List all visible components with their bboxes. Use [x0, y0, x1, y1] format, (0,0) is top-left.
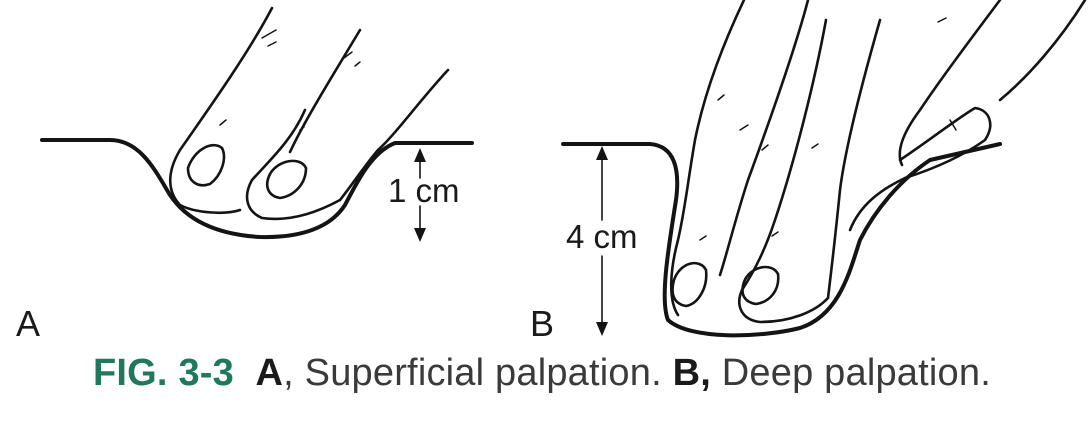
caption-panel-b-ref: B, — [673, 352, 711, 394]
fingernail-b2 — [743, 267, 779, 304]
fingernail-b1 — [673, 263, 707, 306]
caption-panel-a-ref: A — [255, 352, 283, 394]
deep-depth-label: 4 cm — [566, 218, 638, 255]
figure-caption: FIG. 3-3 A, Superficial palpation. B, De… — [93, 352, 991, 395]
fingernail-a1 — [188, 145, 224, 185]
panel-a-label: A — [16, 303, 40, 344]
caption-panel-a-text: , Superficial palpation. — [283, 352, 672, 394]
middle-finger-a — [247, 110, 340, 219]
figure-number: FIG. 3-3 — [93, 352, 234, 394]
deep-palpation-illustration: 4 cm B — [530, 0, 1085, 344]
middle-finger-b — [739, 290, 828, 322]
superficial-depth-label: 1 cm — [388, 172, 460, 209]
superficial-palpation-illustration: 1 cm A — [16, 8, 472, 344]
panel-b-label: B — [530, 303, 554, 344]
caption-panel-b-text: Deep palpation. — [711, 352, 991, 394]
fingernail-a2 — [267, 161, 306, 198]
